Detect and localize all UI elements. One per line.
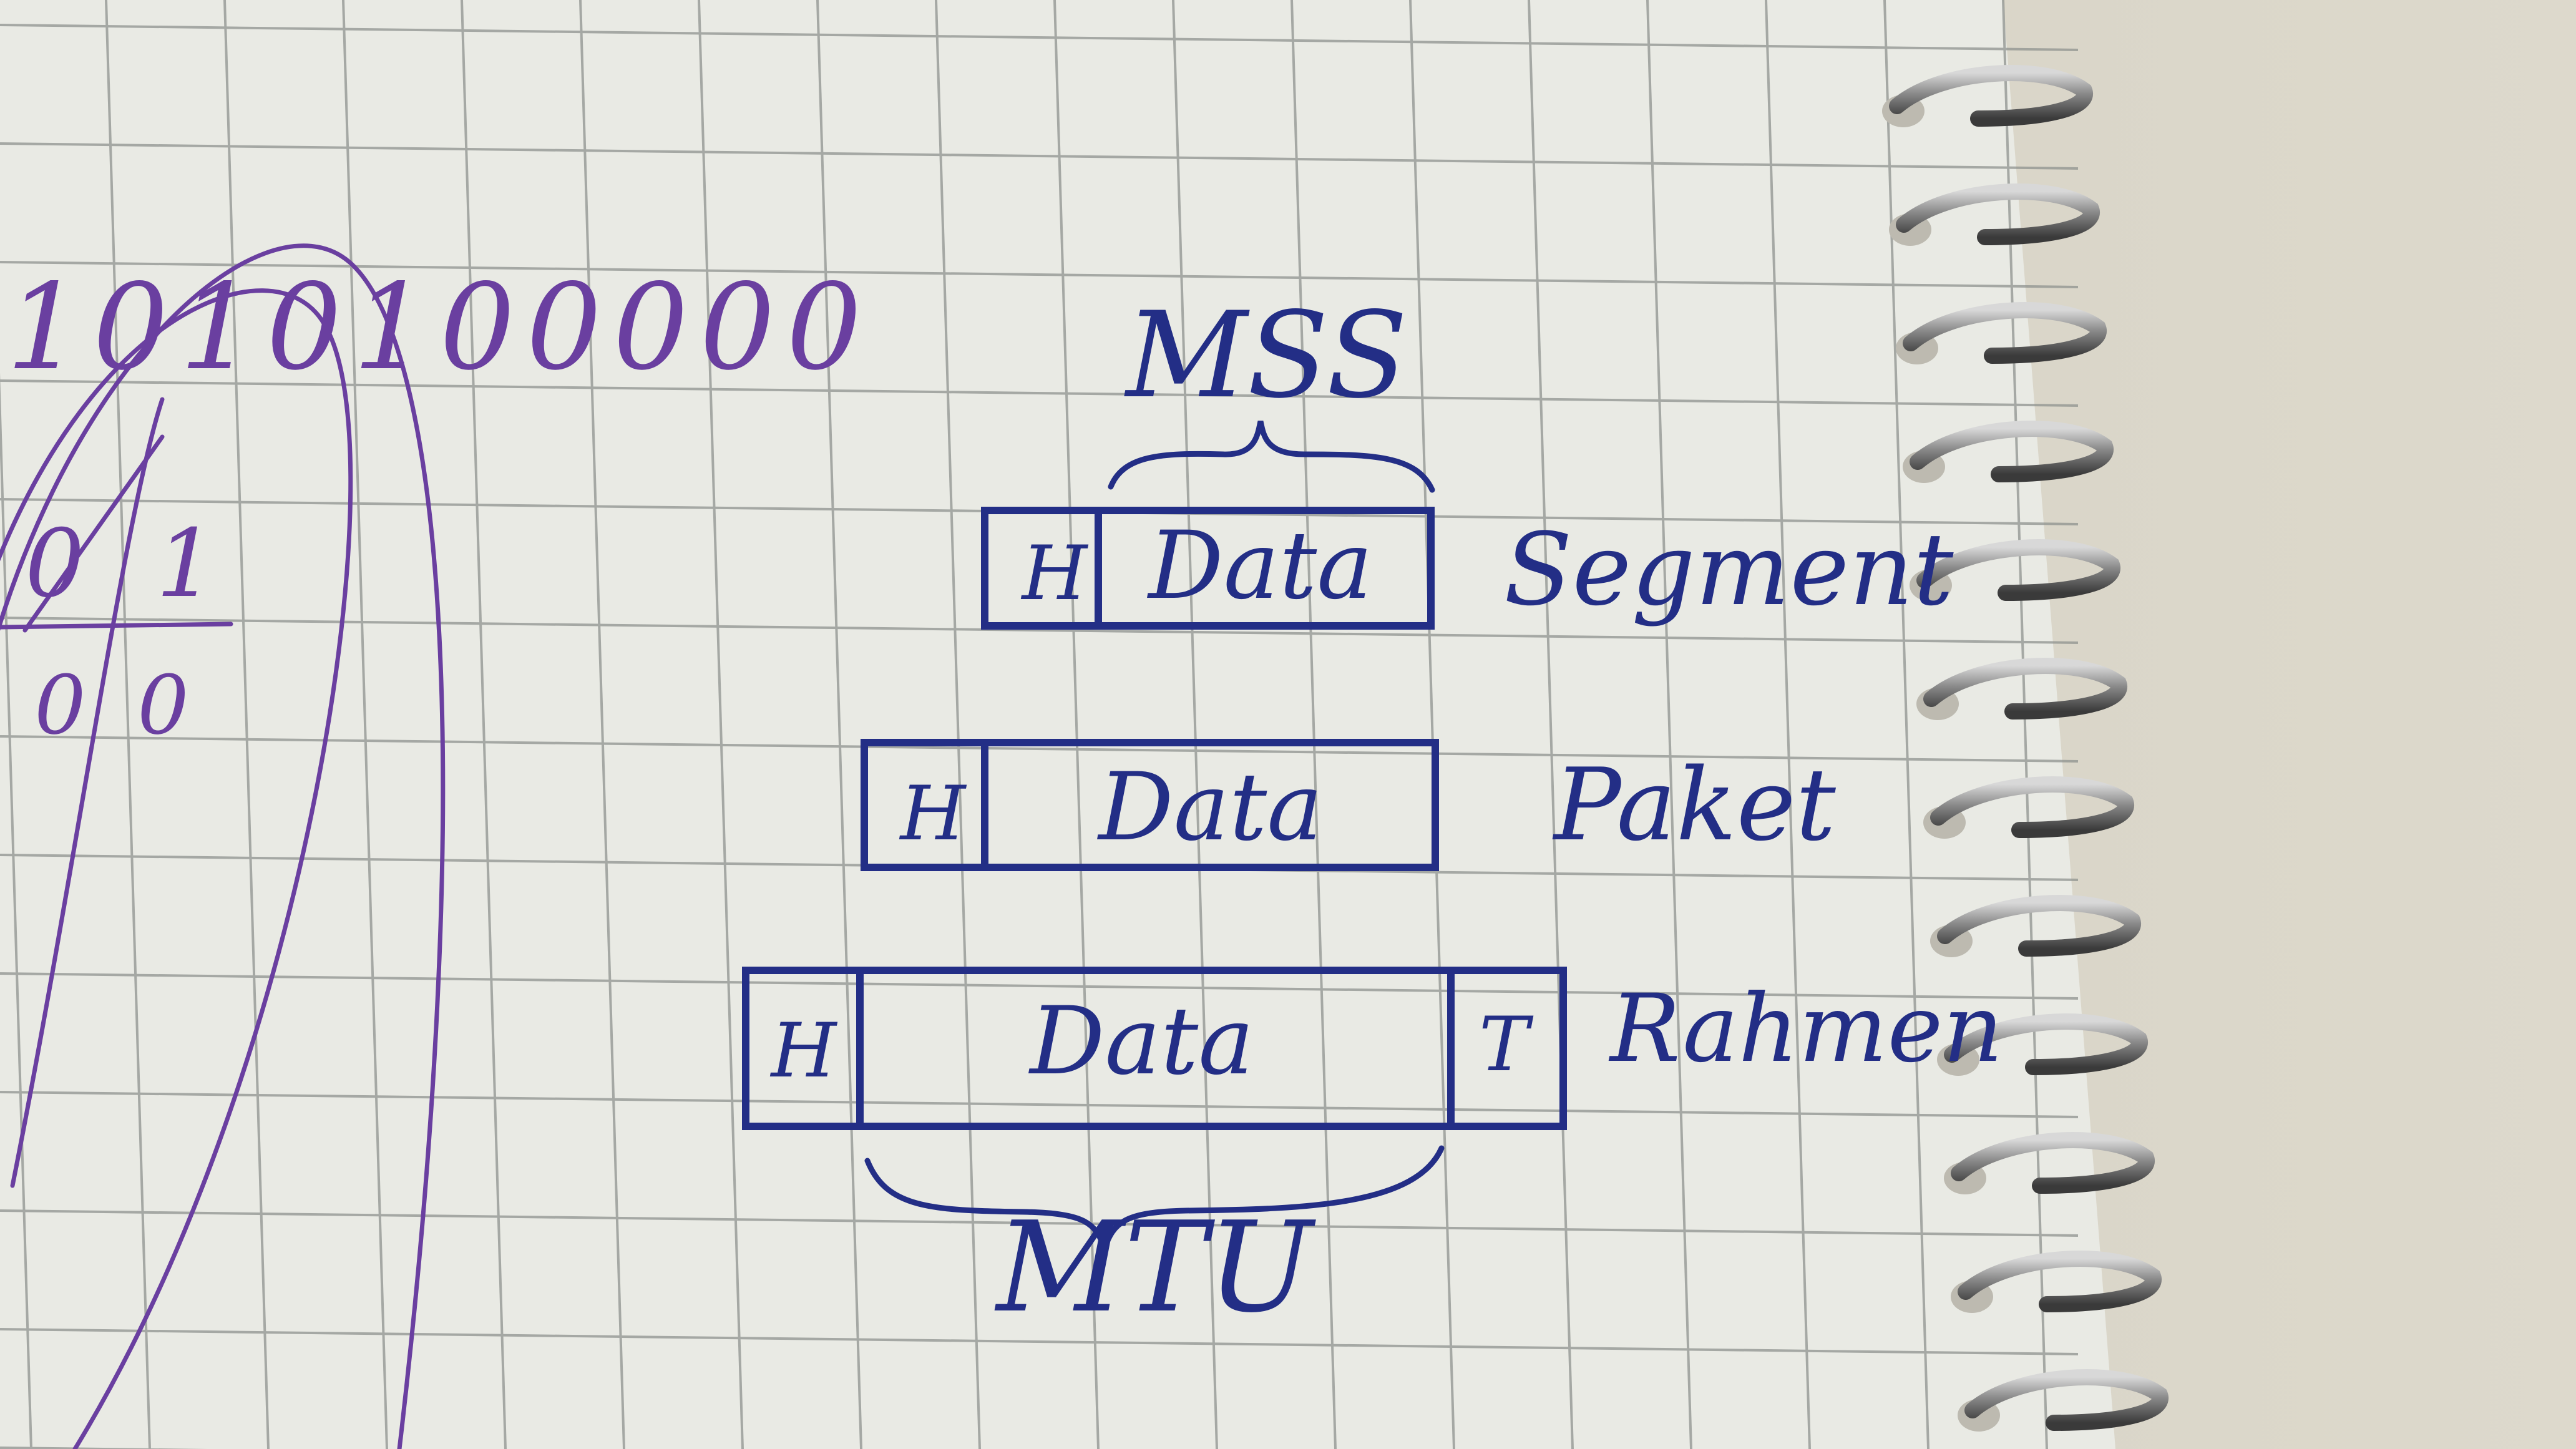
purple-loop-inner	[0, 288, 353, 1449]
spiral-ring	[1923, 658, 2127, 720]
grid-line-vertical	[698, 0, 744, 1449]
notebook-page	[0, 0, 2115, 1449]
purple-strike	[22, 434, 165, 633]
rahmen-data: Data	[1028, 987, 1254, 1096]
spiral-ring	[1958, 1251, 2162, 1312]
paket-header: H	[899, 771, 967, 857]
spiral-ring	[1951, 1132, 2155, 1194]
purple-underline	[0, 622, 233, 630]
grid-line-horizontal	[0, 142, 2079, 170]
grid-line-vertical	[0, 373, 32, 1449]
scribble-cell-top-right: 1	[156, 510, 215, 618]
segment-label: Segment	[1504, 511, 1954, 628]
grid-line-horizontal	[0, 972, 2079, 1000]
spiral-ring	[1903, 302, 2107, 364]
spiral-ring	[1930, 776, 2134, 838]
grid-line-vertical	[1883, 0, 1930, 1449]
mss-brace	[1108, 421, 1435, 493]
grid-line-vertical	[1528, 0, 1574, 1449]
rahmen-header: H	[770, 1008, 838, 1095]
grid-line-vertical	[1646, 0, 1692, 1449]
segment-header: H	[1021, 530, 1089, 617]
grid-line-vertical	[105, 0, 151, 1449]
grid-line-horizontal	[0, 617, 2079, 644]
grid-line-vertical	[461, 0, 507, 1449]
grid-line-horizontal	[0, 379, 2079, 407]
grid-line-horizontal	[0, 735, 2079, 763]
spiral-ring	[1910, 421, 2114, 482]
spiral-binding	[1882, 65, 2169, 1432]
paket-data: Data	[1096, 753, 1322, 862]
grid-line-vertical	[816, 0, 862, 1449]
spiral-ring	[1964, 1369, 2169, 1431]
spiral-ring	[1944, 1013, 2148, 1075]
grid-line-vertical	[935, 0, 981, 1449]
mtu-brace	[864, 1145, 1445, 1256]
rahmen-label: Rahmen	[1608, 975, 2003, 1083]
grid-line-vertical	[1290, 0, 1337, 1449]
segment-frame	[981, 507, 1435, 630]
grid-line-vertical	[1053, 0, 1100, 1449]
grid-line-vertical	[342, 0, 388, 1449]
mtu-label: MTU	[994, 1195, 1317, 1340]
rahmen-trailer: T	[1479, 1002, 1534, 1088]
grid-line-vertical	[1409, 0, 1455, 1449]
rahmen-row: H Data T Rahmen	[742, 967, 2003, 1130]
grid-line-vertical	[579, 0, 625, 1449]
scribble-cell-bottom-right: 0	[137, 658, 189, 753]
scribble-cell-top-left: 0	[25, 510, 84, 618]
grid-line-vertical	[1765, 0, 1811, 1449]
mss-label: MSS	[1124, 286, 1408, 424]
spiral-ring	[1916, 539, 2120, 601]
graph-paper-grid	[0, 0, 2079, 1449]
spiral-ring	[1889, 65, 2093, 127]
scribble-bits: 1010100000	[6, 258, 873, 396]
segment-data: Data	[1146, 512, 1372, 620]
rahmen-frame	[742, 967, 1567, 1130]
segment-row: H Data Segment	[981, 507, 1954, 630]
paket-frame	[861, 739, 1439, 871]
grid-line-horizontal	[0, 1209, 2079, 1237]
grid-line-horizontal	[0, 1091, 2079, 1118]
scribble-cell-bottom-left: 0	[34, 658, 86, 753]
grid-line-horizontal	[0, 24, 2079, 51]
grid-line-horizontal	[0, 1328, 2079, 1355]
spiral-ring	[1896, 183, 2100, 245]
purple-scribble	[0, 243, 446, 1449]
purple-loop-outer	[0, 243, 446, 1449]
spiral-ring	[1937, 895, 2141, 957]
paket-row: H Data Paket	[861, 739, 1837, 871]
paket-label: Paket	[1552, 746, 1837, 863]
grid-line-vertical	[223, 0, 270, 1449]
grid-line-horizontal	[0, 261, 2079, 288]
